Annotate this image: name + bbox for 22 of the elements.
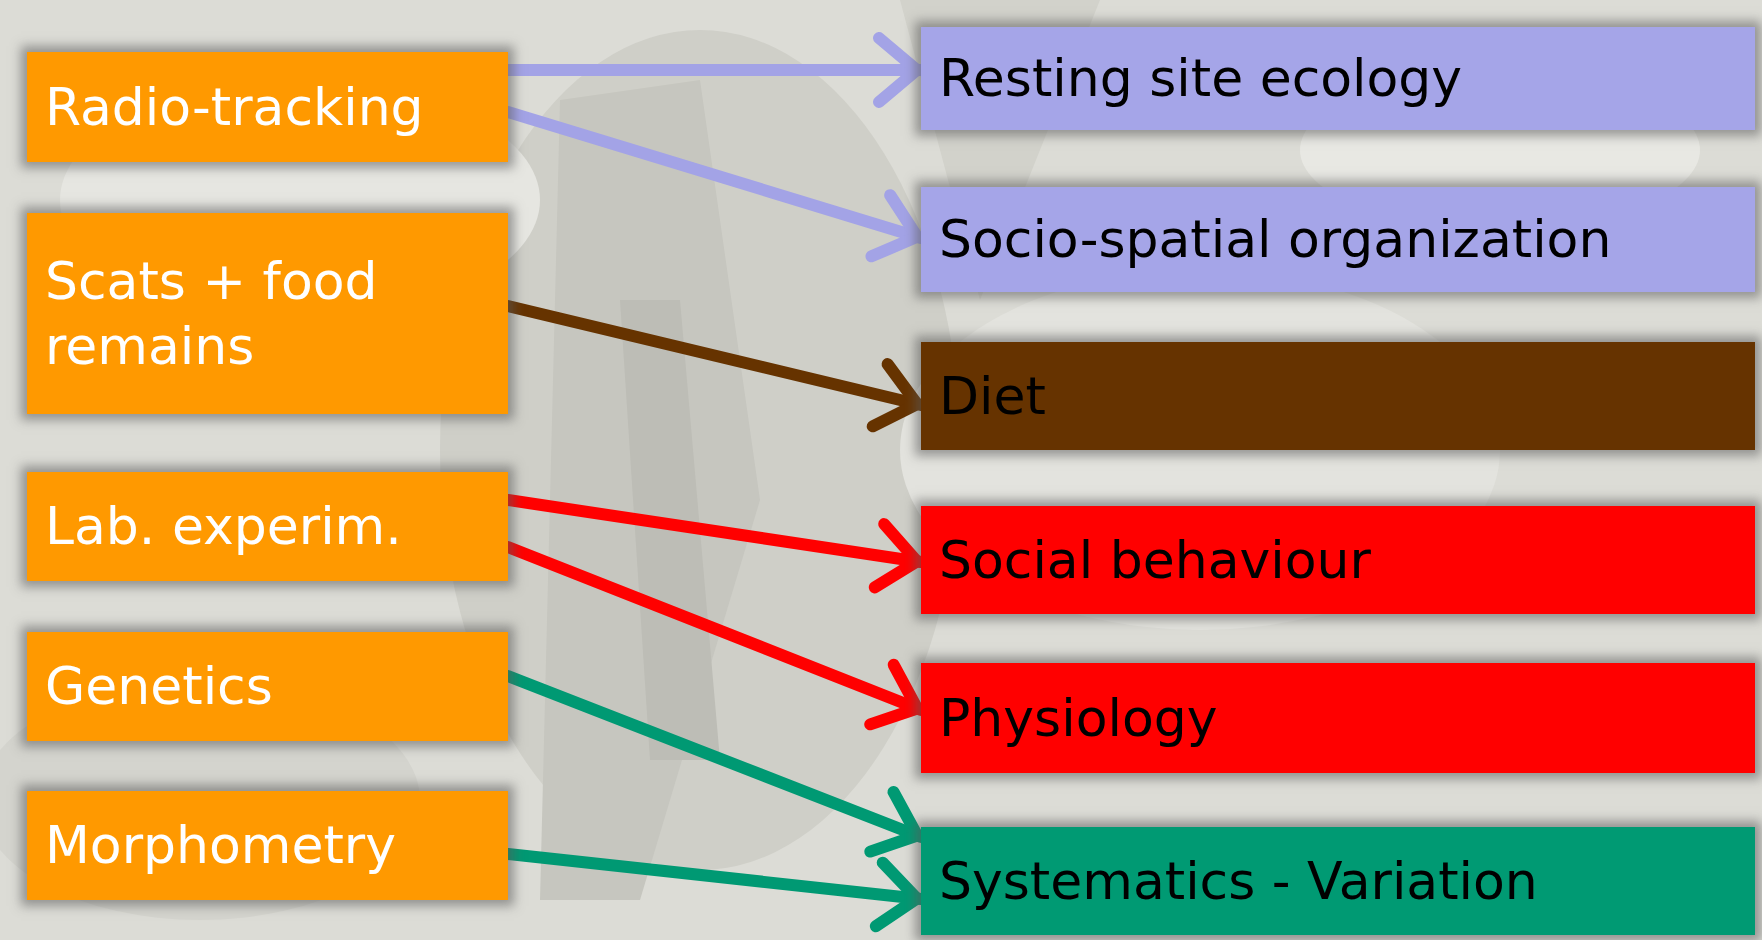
box-label: Physiology bbox=[939, 686, 1218, 750]
box-label: Socio-spatial organization bbox=[939, 208, 1612, 271]
method-box bbox=[27, 632, 508, 741]
box-label: Radio-tracking bbox=[45, 75, 424, 139]
method-box bbox=[27, 791, 508, 900]
topic-box bbox=[921, 342, 1755, 450]
topic-box bbox=[921, 663, 1755, 773]
box-label: Lab. experim. bbox=[45, 495, 402, 558]
method-box bbox=[27, 52, 508, 162]
topic-box bbox=[921, 187, 1755, 292]
box-label: Systematics - Variation bbox=[939, 849, 1538, 913]
box-label: Scats + food remains bbox=[45, 249, 379, 378]
method-box bbox=[27, 213, 508, 414]
box-label: Morphometry bbox=[45, 814, 397, 877]
topic-box bbox=[921, 827, 1755, 935]
box-label: Social behaviour bbox=[939, 528, 1371, 592]
method-box bbox=[27, 472, 508, 581]
topic-box bbox=[921, 506, 1755, 614]
box-label: Resting site ecology bbox=[939, 47, 1463, 110]
box-label: Diet bbox=[939, 364, 1046, 428]
box-label: Genetics bbox=[45, 655, 273, 718]
topic-box bbox=[921, 27, 1755, 130]
